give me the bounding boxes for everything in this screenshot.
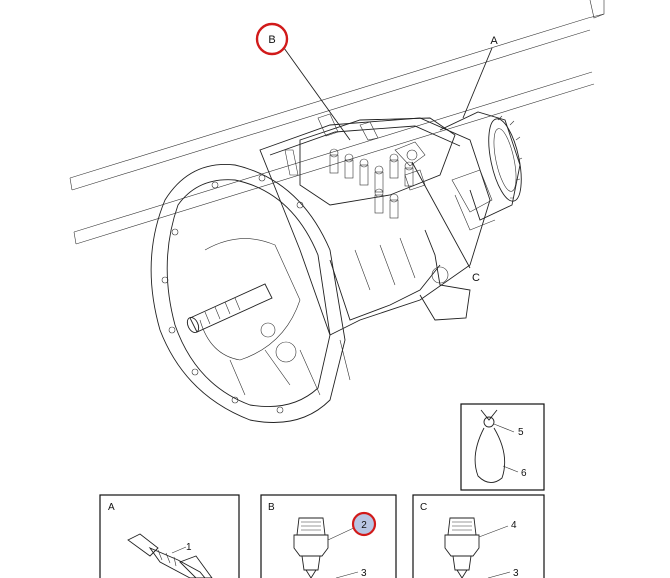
highlight-ring	[255, 22, 289, 56]
box-a-part-1: 1	[186, 542, 192, 553]
detail-box-c: C 4 3	[412, 494, 545, 578]
leader-C	[411, 161, 471, 269]
detail-box-b: B 2 3	[260, 494, 397, 578]
leader-B	[283, 47, 351, 141]
part-2-highlight[interactable]	[351, 511, 377, 537]
callout-b-label: B	[268, 34, 275, 46]
detail-box-a: A 1	[99, 494, 240, 578]
box-a-title: A	[108, 502, 115, 513]
callout-b[interactable]: B	[255, 22, 289, 56]
transmission-housing	[150, 111, 523, 423]
leader-A	[462, 47, 493, 119]
callout-c-label: C	[472, 272, 480, 284]
box-c-title: C	[420, 502, 427, 513]
detail-box-5-6: 5 6	[460, 403, 545, 491]
part-5-label: 5	[518, 427, 524, 438]
callout-a-label: A	[490, 35, 498, 47]
box-b-part-2: 2	[361, 520, 367, 531]
frame-rail	[69, 0, 605, 245]
part-6-label: 6	[521, 468, 527, 479]
box-c-part-4: 4	[511, 520, 517, 531]
box-c-part-3: 3	[513, 568, 519, 578]
box-b-part-3: 3	[361, 568, 367, 578]
box-b-title: B	[268, 502, 275, 513]
